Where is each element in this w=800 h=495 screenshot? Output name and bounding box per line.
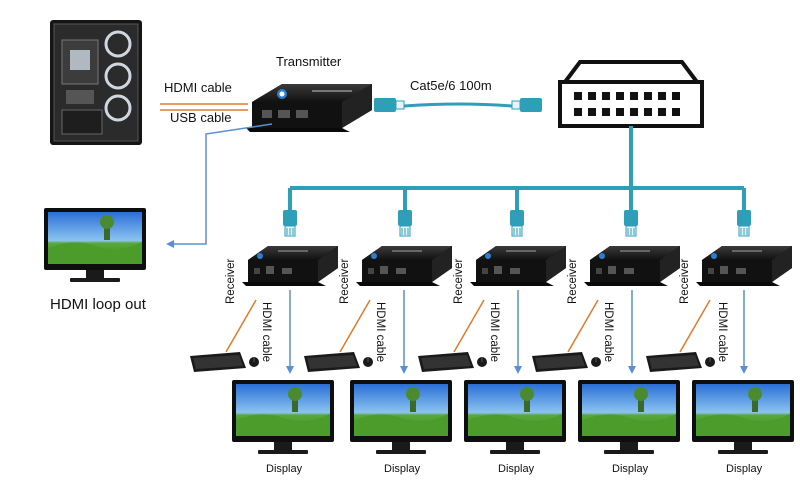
- loop-out-line: [168, 123, 273, 245]
- display-monitor-icon: [232, 380, 334, 454]
- pc-tower-icon: [50, 20, 142, 145]
- display-label: Display: [384, 463, 421, 475]
- receiver-device-icon: [470, 246, 566, 286]
- transmitter-device-icon: [246, 84, 372, 132]
- cat-cable-label: Cat5e/6 100m: [410, 78, 492, 93]
- rj45-plug-icon: [736, 209, 752, 237]
- display-label: Display: [612, 463, 649, 475]
- keyboard-mouse-icon: [303, 351, 374, 373]
- display-label: Display: [498, 463, 535, 475]
- receiver-label: Receiver: [339, 258, 351, 304]
- receiver-hdmi-cable-label: HDMI cable: [716, 302, 728, 363]
- receiver-hdmi-cable-label: HDMI cable: [602, 302, 614, 363]
- keyboard-mouse-icon: [531, 351, 602, 373]
- receiver-label: Receiver: [453, 258, 465, 304]
- keyboard-mouse-icon: [645, 351, 716, 373]
- receiver-device-icon: [584, 246, 680, 286]
- loop-out-monitor-icon: [44, 208, 146, 282]
- hdmi-cable-label: HDMI cable: [164, 80, 232, 95]
- display-label: Display: [266, 463, 303, 475]
- transmitter-label: Transmitter: [276, 54, 342, 69]
- receiver-label: Receiver: [567, 258, 579, 304]
- hdmi-loop-out-label: HDMI loop out: [50, 296, 146, 313]
- display-monitor-icon: [464, 380, 566, 454]
- rj45-plug-icon: [509, 209, 525, 237]
- rj45-plug-icon: [282, 209, 298, 237]
- receiver-hdmi-cable-label: HDMI cable: [260, 302, 272, 363]
- receiver-device-icon: [242, 246, 338, 286]
- usb-cable-label: USB cable: [170, 110, 232, 125]
- receiver-label: Receiver: [679, 258, 691, 304]
- receiver-device-icon: [356, 246, 452, 286]
- receiver-cable-arrows: [286, 366, 748, 374]
- keyboard-mouse-icon: [417, 351, 488, 373]
- rj45-plug-icon: [623, 209, 639, 237]
- loop-out-arrow: [166, 240, 174, 248]
- receiver-device-icon: [696, 246, 792, 286]
- display-monitor-icon: [578, 380, 680, 454]
- network-switch-icon: [558, 60, 704, 128]
- receiver-label: Receiver: [225, 258, 237, 304]
- receiver-hdmi-cable-label: HDMI cable: [488, 302, 500, 363]
- display-label: Display: [726, 463, 763, 475]
- cat-cable-icon: [374, 98, 542, 112]
- network-bus-lines: [288, 126, 746, 212]
- receiver-hdmi-cable-label: HDMI cable: [374, 302, 386, 363]
- display-monitor-icon: [692, 380, 794, 454]
- display-monitor-icon: [350, 380, 452, 454]
- keyboard-mouse-icon: [189, 351, 260, 373]
- rj45-plug-icon: [397, 209, 413, 237]
- receiver-cable-lines: [225, 290, 745, 368]
